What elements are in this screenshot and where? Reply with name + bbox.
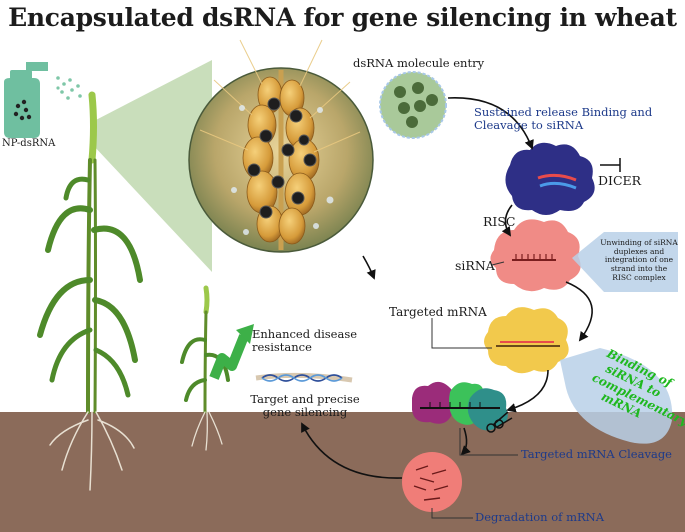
degradation-circle — [402, 452, 462, 512]
sirna-label: siRNA — [455, 258, 495, 273]
target-silencing-label: Target and precise gene silencing — [250, 392, 360, 420]
flow-arrows — [301, 97, 593, 479]
enhanced-resistance-label: Enhanced disease resistance — [252, 327, 358, 355]
dicer-complex — [505, 142, 621, 215]
soil — [0, 412, 685, 532]
scissors-icon — [486, 411, 513, 433]
upward-arrow-icon — [209, 324, 254, 380]
wheat-zoom-circle — [188, 39, 374, 253]
cleavage-complex — [412, 381, 513, 433]
binding-callout — [560, 348, 673, 444]
zoom-cone — [92, 60, 212, 272]
tall-wheat-plant — [37, 91, 143, 491]
unwinding-callout — [572, 232, 678, 292]
dsrna-entry-label: dsRNA molecule entry — [353, 56, 485, 70]
small-wheat-plant — [180, 285, 230, 451]
page-title: Encapsulated dsRNA for gene silencing in… — [8, 3, 677, 32]
spray-bottle-icon — [4, 62, 82, 138]
np-dsrna-label: NP-dsRNA — [2, 138, 56, 149]
leader-lines — [431, 261, 518, 519]
targeted-mrna-label: Targeted mRNA — [389, 305, 487, 319]
dsrna-entry-circle — [379, 71, 447, 139]
targeted-mrna-complex — [484, 307, 569, 374]
risc-label: RISC — [483, 214, 516, 229]
dicer-label: DICER — [598, 173, 642, 188]
mrna-strand — [255, 372, 353, 383]
unwinding-label: Unwinding of siRNA duplexes and integrat… — [600, 238, 678, 282]
sustained-release-label: Sustained release Binding and Cleavage t… — [474, 105, 653, 133]
degradation-label: Degradation of mRNA — [475, 510, 605, 524]
mrna-cleavage-label: Targeted mRNA Cleavage — [521, 447, 672, 461]
risc-complex — [490, 219, 581, 292]
